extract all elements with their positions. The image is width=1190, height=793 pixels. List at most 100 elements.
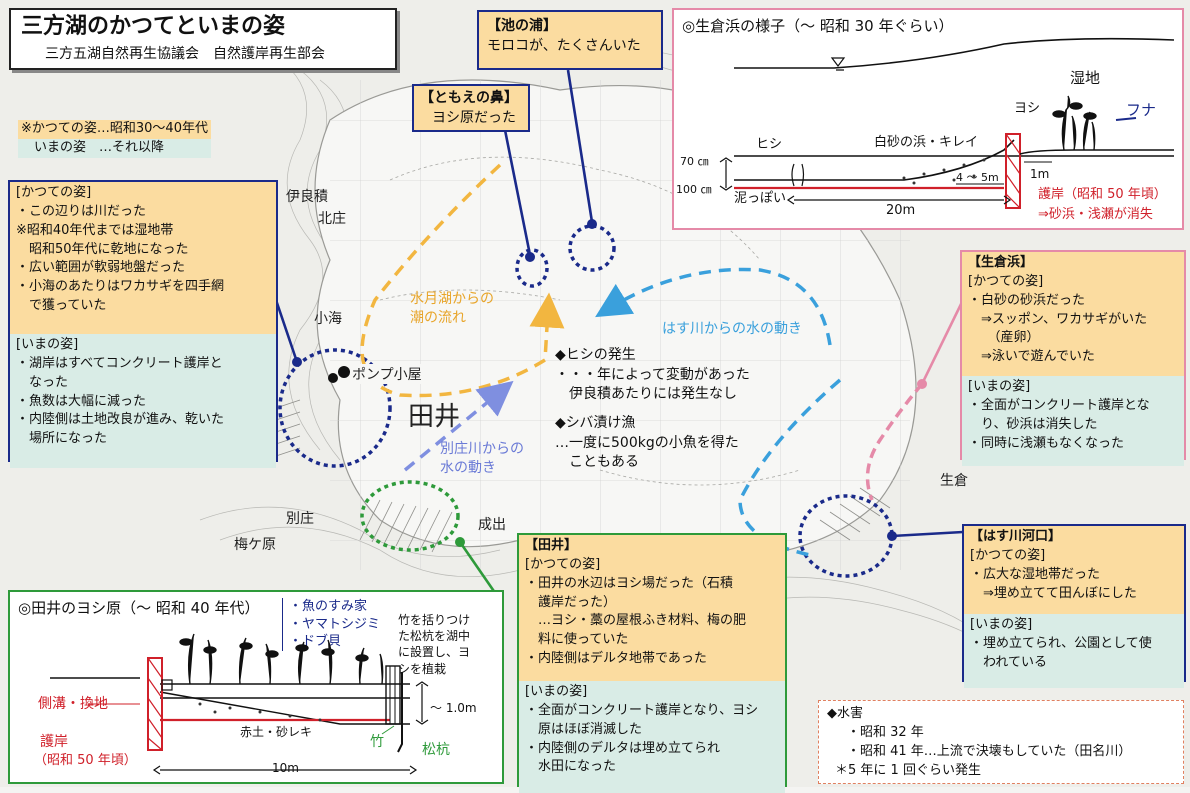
place-naruide: 成出 <box>478 517 506 533</box>
tai-gogan-label: 護岸 <box>40 734 68 750</box>
shiba-note: ◆シバ漬け漁 …一度に500kgの小魚を得た こともある <box>555 414 739 473</box>
hishi-label: ヒシ <box>756 137 783 152</box>
tomoe-title: 【ともえの鼻】 <box>420 90 518 106</box>
depth1-label: 70 ㎝ <box>680 155 709 168</box>
bamboo-note-line: に設置し、ヨ <box>398 645 471 660</box>
disaster-line: ＊5 年に 1 回ぐらい発生 <box>835 762 981 778</box>
tomoe-text: ヨシ原だった <box>432 110 516 127</box>
depth2-label: 100 ㎝ <box>676 183 712 196</box>
namakura-past-line: ⇒泳いで遊んでいた <box>968 349 1095 365</box>
dist3-label: 20m <box>886 203 916 218</box>
tai-now-line: ・全面がコンクリート護岸となり、ヨシ <box>525 702 759 718</box>
tai-cross-section <box>50 633 429 775</box>
tai-diagram: ◎田井のヨシ原（～ 昭和 40 年代） ・魚のすみ家 ・ヤマトシジミ ・ドブ貝 … <box>8 590 504 784</box>
shiba-note-line: …一度に500kgの小魚を得た <box>555 434 739 451</box>
tai-past-line: ・内陸側はデルタ地帯であった <box>525 651 707 667</box>
place-kogai: 小海 <box>314 311 342 327</box>
hasukawa-box: 【はす川河口】 [かつての姿] ・広大な湿地帯だった ⇒埋め立てて田んぼにした … <box>962 524 1186 688</box>
bamboo-note: 竹を括りつけ た松杭を湖中 に設置し、ヨ シを植栽 <box>398 612 470 677</box>
tai-past-line: …ヨシ・藁の屋根ふき材料、梅の肥 <box>525 613 747 629</box>
namakura-past-line: （産卵） <box>968 330 1040 346</box>
ikenoura-box: 【池の浦】 モロコが、たくさんいた <box>477 10 663 70</box>
namakura-cross-section <box>719 37 1175 209</box>
legend-now: いまの姿 …それ以降 <box>18 138 211 158</box>
bamboo-note-line: た松杭を湖中 <box>398 629 471 644</box>
page-subtitle: 三方五湖自然再生協議会 自然護岸再生部会 <box>45 46 325 63</box>
disaster-title: ◆水害 <box>827 706 863 721</box>
page-title: 三方湖のかつてといまの姿 <box>21 14 286 39</box>
ikenoura-title: 【池の浦】 <box>487 18 557 34</box>
left-past-line: ・広い範囲が軟弱地盤だった <box>16 260 186 276</box>
disaster-line: ・昭和 41 年…上流で決壊もしていた（田名川） <box>847 743 1132 759</box>
legend-past: ※かつての姿…昭和30～40年代 <box>18 120 211 139</box>
place-tai: 田井 <box>408 402 461 432</box>
disaster-box: ◆水害 ・昭和 32 年 ・昭和 41 年…上流で決壊もしていた（田名川） ＊5… <box>818 700 1184 784</box>
dist1-label: 1m <box>1030 167 1050 181</box>
hasukawa-now-line: ・埋め立てられ、公園として使 <box>970 635 1152 651</box>
namakura-hama-box: 【生倉浜】 [かつての姿] ・白砂の砂浜だった ⇒スッポン、ワカサギがいた （産… <box>960 250 1186 466</box>
hasukawa-title: 【はす川河口】 <box>970 529 1062 544</box>
hishi-note-title: ◆ヒシの発生 <box>555 347 636 363</box>
sokko-label: 側溝・換地 <box>38 696 108 712</box>
hishi-note-line: 伊良積あたりには発生なし <box>555 386 737 403</box>
left-past-line: ・この辺りは川だった <box>16 203 147 219</box>
yoshi-label: ヨシ <box>1014 101 1041 116</box>
left-past-line: ※昭和40年代までは湿地帯 <box>16 222 174 238</box>
namakura-past-line: ・白砂の砂浜だった <box>968 292 1086 308</box>
tai-past-line: ・田井の水辺はヨシ場だった（石積 <box>525 575 734 591</box>
flow-label-hasu: はす川からの水の動き <box>662 321 802 337</box>
namakura-hama-title: 【生倉浜】 <box>968 255 1034 270</box>
left-now-line: ・魚数は大幅に減った <box>16 393 147 409</box>
left-now-line: なった <box>16 374 69 390</box>
left-past-title: [かつての姿] <box>16 185 92 200</box>
left-past-line: ・小海のあたりはワカサギを四手網 <box>16 279 225 295</box>
flow-label-besho: 別庄川からの 水の動き <box>440 441 524 476</box>
namakura-diagram: ◎生倉浜の様子（～ 昭和 30 年ぐらい） 湿地 ヨシ フナ ヒシ 白砂の浜・キ… <box>672 8 1184 230</box>
take-label: 竹 <box>370 734 384 750</box>
disaster-line: ・昭和 32 年 <box>847 724 924 740</box>
species-item: ・ヤマトシジミ <box>289 616 381 632</box>
hasukawa-past-line: ⇒埋め立てて田んぼにした <box>970 585 1137 601</box>
left-past-line: で獲っていた <box>16 298 107 314</box>
tai-gogan-year: （昭和 50 年頃） <box>34 753 137 768</box>
place-umegahara: 梅ケ原 <box>234 537 276 553</box>
shiba-note-line: こともある <box>555 454 639 471</box>
hasukawa-now-line: われている <box>970 654 1047 670</box>
place-namakura: 生倉 <box>940 473 968 489</box>
soil-label: 赤土・砂レキ <box>240 725 313 739</box>
namakura-past-line: ⇒スッポン、ワカサギがいた <box>968 311 1148 327</box>
title-box: 三方湖のかつてといまの姿 三方五湖自然再生協議会 自然護岸再生部会 <box>9 8 397 70</box>
species-item: ・魚のすみ家 <box>289 599 368 614</box>
tomoe-box: 【ともえの鼻】 ヨシ原だった <box>412 84 530 132</box>
matsukui-label: 松杭 <box>422 742 450 758</box>
tai-now-line: ・内陸側のデルタは埋め立てられ <box>525 740 721 756</box>
tai-now-title: [いまの姿] <box>525 684 588 699</box>
tai-past-line: 護岸だった） <box>525 594 617 610</box>
hasukawa-past-line: ・広大な湿地帯だった <box>970 566 1101 582</box>
namakura-now-title: [いまの姿] <box>968 379 1031 394</box>
shiba-note-title: ◆シバ漬け漁 <box>555 415 636 431</box>
tai-past-line: 料に使っていた <box>525 632 629 648</box>
namakura-now-line: ・全面がコンクリート護岸とな <box>968 397 1150 413</box>
left-past-line: 昭和50年代に乾地になった <box>16 241 189 257</box>
funa-label: フナ <box>1126 101 1157 119</box>
left-now-line: ・湖岸はすべてコンクリート護岸と <box>16 355 223 371</box>
hasukawa-now-title: [いまの姿] <box>970 617 1033 632</box>
place-kitasho: 北庄 <box>318 211 346 227</box>
place-pump: ポンプ小屋 <box>352 364 422 384</box>
namakura-diagram-title: ◎生倉浜の様子（～ 昭和 30 年ぐらい） <box>682 17 954 35</box>
wetland-label: 湿地 <box>1070 69 1101 87</box>
tai-info-box: 【田井】 [かつての姿] ・田井の水辺はヨシ場だった（石積 護岸だった） …ヨシ… <box>517 533 787 793</box>
flow-label-suigetsu: 水月湖からの 潮の流れ <box>410 291 494 326</box>
dist2-label: 4 ～ 5m <box>956 171 999 184</box>
tai-now-line: 水田になった <box>525 759 617 775</box>
left-info-box: [かつての姿] ・この辺りは川だった ※昭和40年代までは湿地帯 昭和50年代に… <box>8 180 278 468</box>
depth-label: ～ 1.0m <box>430 701 477 715</box>
tai-past-title: [かつての姿] <box>525 556 601 572</box>
shirasuna-label: 白砂の浜・キレイ <box>874 135 979 150</box>
namakura-loss-label: ⇒砂浜・浅瀬が消失 <box>1038 207 1153 222</box>
mud-label: 泥っぽい <box>734 191 787 206</box>
ikenoura-text: モロコが、たくさんいた <box>487 38 641 55</box>
bamboo-note-line: シを植栽 <box>398 661 447 676</box>
hasukawa-past-title: [かつての姿] <box>970 547 1046 563</box>
